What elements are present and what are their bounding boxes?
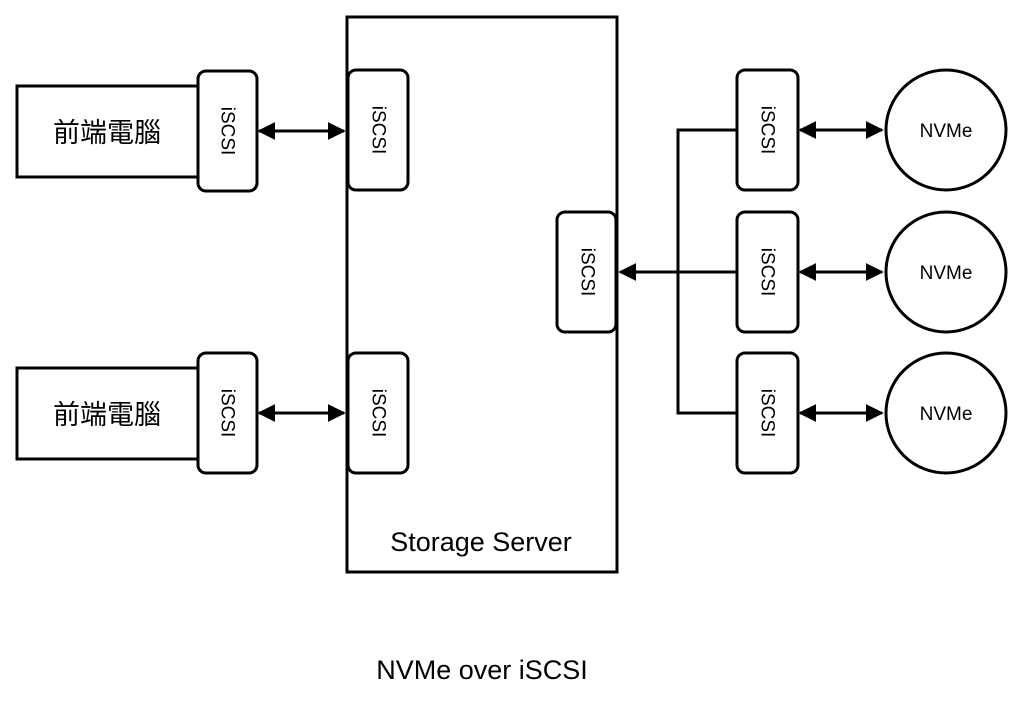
iscsi-port-label: iSCSI bbox=[368, 106, 389, 155]
server-iscsi-port-1: iSCSI bbox=[346, 68, 410, 192]
frontend-computer-label: 前端電腦 bbox=[53, 118, 161, 148]
nvme-drive-3: NVMe bbox=[884, 351, 1008, 475]
server-iscsi-port-2: iSCSI bbox=[346, 351, 410, 475]
nvme-iscsi-port-1: iSCSI bbox=[735, 68, 800, 192]
frontend-computer-label: 前端電腦 bbox=[53, 400, 161, 430]
iscsi-port-label: iSCSI bbox=[577, 248, 598, 297]
iscsi-port-label: iSCSI bbox=[217, 389, 238, 438]
frontend-computer-2: 前端電腦 bbox=[15, 366, 201, 461]
storage-server-label: Storage Server bbox=[390, 527, 572, 557]
nvme-drive-2: NVMe bbox=[884, 210, 1008, 334]
iscsi-port-label: iSCSI bbox=[217, 107, 238, 156]
nvme-drive-1: NVMe bbox=[884, 68, 1008, 192]
iscsi-port-label: iSCSI bbox=[368, 389, 389, 438]
iscsi-port-label: iSCSI bbox=[757, 389, 778, 438]
nvme-iscsi-port-3: iSCSI bbox=[735, 351, 800, 475]
iscsi-port-label: iSCSI bbox=[757, 106, 778, 155]
diagram-caption: NVMe over iSCSI bbox=[376, 655, 588, 685]
frontend-iscsi-port-1: iSCSI bbox=[196, 69, 259, 193]
nvme-drive-label: NVMe bbox=[920, 263, 973, 284]
server-backend-iscsi-port: iSCSI bbox=[555, 210, 618, 334]
nvme-iscsi-port-2: iSCSI bbox=[735, 210, 800, 334]
iscsi-port-label: iSCSI bbox=[757, 248, 778, 297]
frontend-iscsi-port-2: iSCSI bbox=[196, 351, 259, 475]
nvme-drive-label: NVMe bbox=[920, 121, 973, 142]
frontend-computer-1: 前端電腦 bbox=[15, 84, 201, 179]
nvme-drive-label: NVMe bbox=[920, 404, 973, 425]
